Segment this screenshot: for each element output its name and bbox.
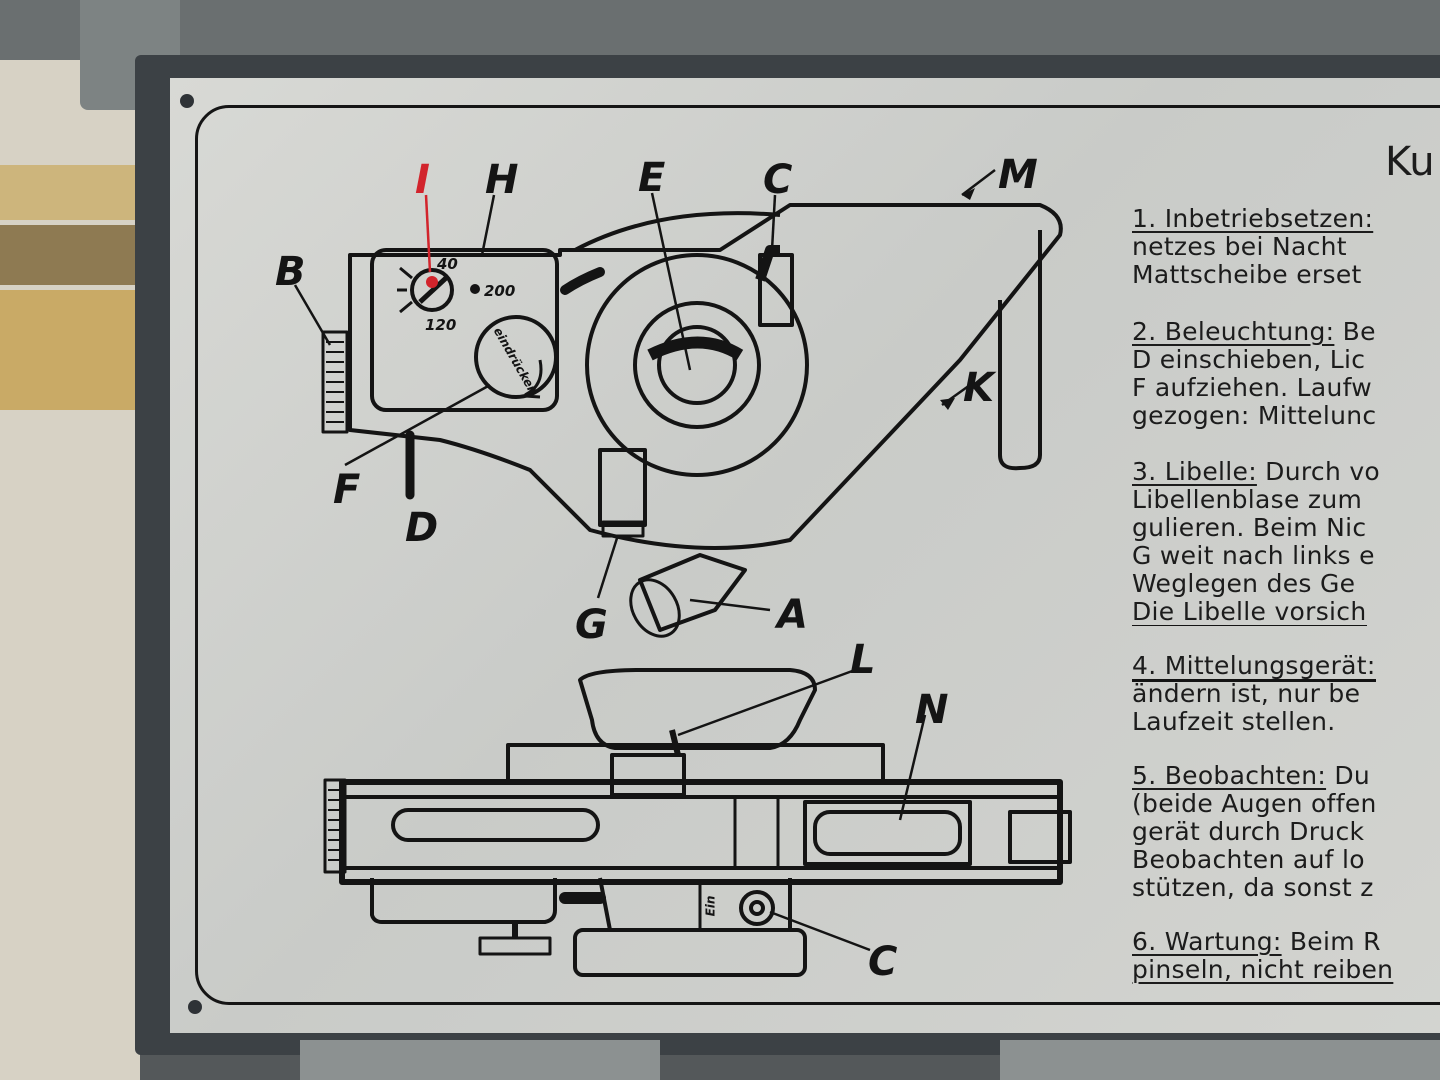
section-4-line: ändern ist, nur be: [1132, 679, 1361, 708]
section-5-heading-tail: Du: [1334, 762, 1371, 790]
label-h: H: [485, 157, 519, 203]
push-knob: [474, 315, 558, 399]
dial-panel: [370, 248, 559, 412]
label-k: K: [963, 365, 994, 411]
background-wall: [0, 0, 1440, 60]
eyepiece-ring-outer: [585, 253, 809, 477]
window-frame-n: [803, 800, 972, 866]
base-cap: [573, 928, 807, 977]
end-cap: [1008, 810, 1072, 864]
section-3-line: Libellenblase zum: [1132, 485, 1363, 514]
knurled-end: [323, 778, 347, 874]
lower-housing: [370, 878, 557, 924]
section-1-heading: 1. Inbetriebsetzen:: [1132, 205, 1374, 233]
screw-icon: [188, 1000, 202, 1014]
screw-icon: [180, 94, 194, 108]
section-5-line: stützen, da sonst z: [1132, 873, 1374, 902]
dial-mark-120: 120: [425, 316, 457, 334]
knurled-screw-g: [601, 520, 645, 538]
shelf-rail: [0, 225, 140, 285]
plate-title: Ku: [1385, 139, 1435, 185]
section-2-line: D einschieben, Lic: [1132, 345, 1366, 374]
label-c-bottom: C: [868, 939, 898, 985]
eyepiece-ring-inner: [633, 301, 761, 429]
section-3-line: Weglegen des Ge: [1132, 569, 1356, 598]
section-1-line: Mattscheibe erset: [1132, 260, 1362, 289]
shelf-rail: [0, 165, 140, 220]
section-3-line: G weit nach links e: [1132, 541, 1375, 570]
focus-knob-a: [638, 553, 747, 632]
section-5-heading: 5. Beobachten:: [1132, 762, 1327, 790]
label-l: L: [850, 637, 876, 683]
dial-mark-40: 40: [437, 255, 458, 273]
section-3: 3. Libelle: Durch vo Libellenblase zum g…: [1132, 458, 1440, 626]
label-c-top: C: [763, 157, 793, 203]
mount-plate: [506, 743, 885, 785]
section-5-line: Beobachten auf lo: [1132, 845, 1365, 874]
lower-knob: [478, 936, 552, 956]
section-2-line: F aufziehen. Laufw: [1132, 373, 1373, 402]
label-n: N: [915, 687, 949, 733]
body-arc: [574, 211, 781, 252]
label-g: G: [575, 602, 608, 648]
label-f: F: [333, 467, 361, 513]
indicator-dot: [426, 276, 438, 288]
case-hinge: [300, 1040, 660, 1080]
label-a: A: [777, 592, 808, 638]
eyepiece-bar: [647, 336, 744, 361]
label-b: B: [275, 249, 306, 295]
switch-c: [739, 890, 775, 926]
section-5: 5. Beobachten: Du (beide Augen offen ger…: [1132, 762, 1440, 902]
upper-cap: [578, 668, 817, 750]
label-d: D: [405, 505, 439, 551]
section-1: 1. Inbetriebsetzen: netzes bei Nacht Mat…: [1132, 205, 1440, 289]
section-1-line: netzes bei Nacht: [1132, 232, 1347, 261]
section-4-line: Laufzeit stellen.: [1132, 707, 1336, 736]
section-3-line: Die Libelle vorsich: [1132, 597, 1367, 626]
section-2-heading: 2. Beleuchtung:: [1132, 318, 1335, 346]
section-2: 2. Beleuchtung: Be D einschieben, Lic F …: [1132, 318, 1440, 430]
dial-mark-200: 200: [484, 282, 516, 300]
section-6: 6. Wartung: Beim R pinseln, nicht reiben: [1132, 928, 1440, 984]
level-housing: [598, 448, 647, 527]
label-i: I: [415, 157, 430, 203]
section-2-heading-tail: Be: [1342, 318, 1376, 346]
section-6-heading: 6. Wartung:: [1132, 928, 1282, 956]
knurled-wheel-b: [321, 330, 349, 434]
lever: [560, 267, 605, 295]
switch-label: Ein: [703, 895, 718, 917]
section-3-line: gulieren. Beim Nic: [1132, 513, 1367, 542]
mount-block-l: [610, 753, 686, 797]
label-e: E: [638, 155, 666, 201]
section-6-line: pinseln, nicht reiben: [1132, 955, 1394, 984]
section-4-heading: 4. Mittelungsgerät:: [1132, 652, 1376, 682]
section-5-line: (beide Augen offen: [1132, 789, 1377, 818]
window-slot-left: [391, 808, 600, 842]
section-2-line: gezogen: Mittelunc: [1132, 401, 1377, 430]
plate-border: [195, 105, 1440, 1005]
case-hinge: [1000, 1040, 1440, 1080]
section-3-heading-tail: Durch vo: [1265, 458, 1381, 486]
range-dial: [410, 268, 454, 312]
section-3-heading: 3. Libelle:: [1132, 458, 1257, 486]
label-m: M: [998, 152, 1038, 198]
handle-k: [998, 230, 1042, 471]
instruction-plate: [170, 78, 1440, 1033]
shelf-rail: [0, 290, 140, 410]
eyepiece-lens: [657, 325, 737, 405]
section-4: 4. Mittelungsgerät: ändern ist, nur be L…: [1132, 652, 1440, 736]
section-5-line: gerät durch Druck: [1132, 817, 1365, 846]
instrument-body-outline: [348, 203, 1063, 550]
section-6-heading-tail: Beim R: [1289, 928, 1381, 956]
